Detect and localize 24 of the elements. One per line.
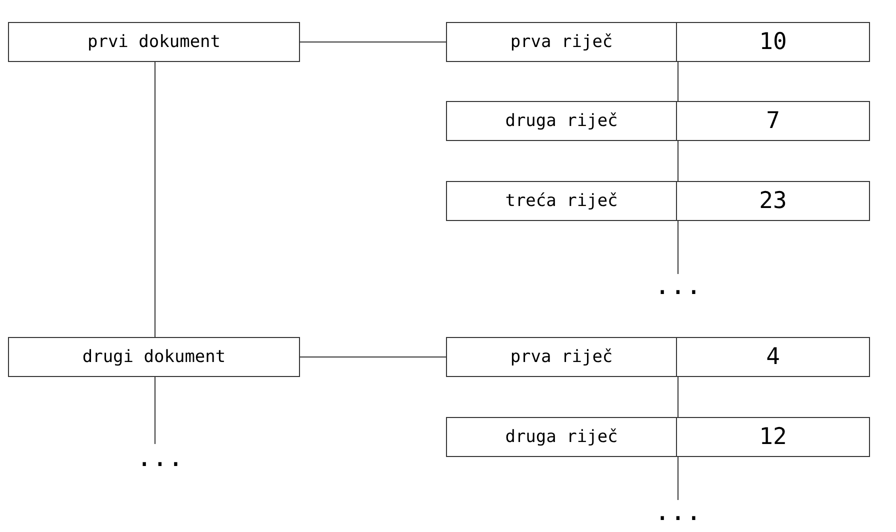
count-value: 23: [676, 182, 869, 220]
document-label: prvi dokument: [86, 32, 222, 52]
ellipsis-text: ...: [125, 440, 195, 476]
count-value: 7: [676, 102, 869, 140]
count-value: 10: [676, 23, 869, 61]
word-count-row: [446, 181, 870, 221]
connector-line: [154, 376, 156, 444]
count-value: 4: [676, 338, 869, 376]
word-count-row: [446, 337, 870, 377]
word-label: treća riječ: [504, 191, 619, 211]
document-label: drugi dokument: [81, 347, 227, 367]
connector-line: [300, 356, 446, 358]
word-count-row: [446, 101, 870, 141]
word-label: prva riječ: [509, 32, 614, 52]
count-value: 12: [676, 418, 869, 456]
word-label: druga riječ: [504, 427, 619, 447]
document-box: [8, 22, 300, 62]
word-count-row: [446, 22, 870, 62]
word-count-row: [446, 417, 870, 457]
ellipsis-text: ...: [643, 496, 713, 528]
ellipsis-text: ...: [643, 270, 713, 302]
word-label: druga riječ: [504, 111, 619, 131]
document-box: [8, 337, 300, 377]
word-label: prva riječ: [509, 347, 614, 367]
